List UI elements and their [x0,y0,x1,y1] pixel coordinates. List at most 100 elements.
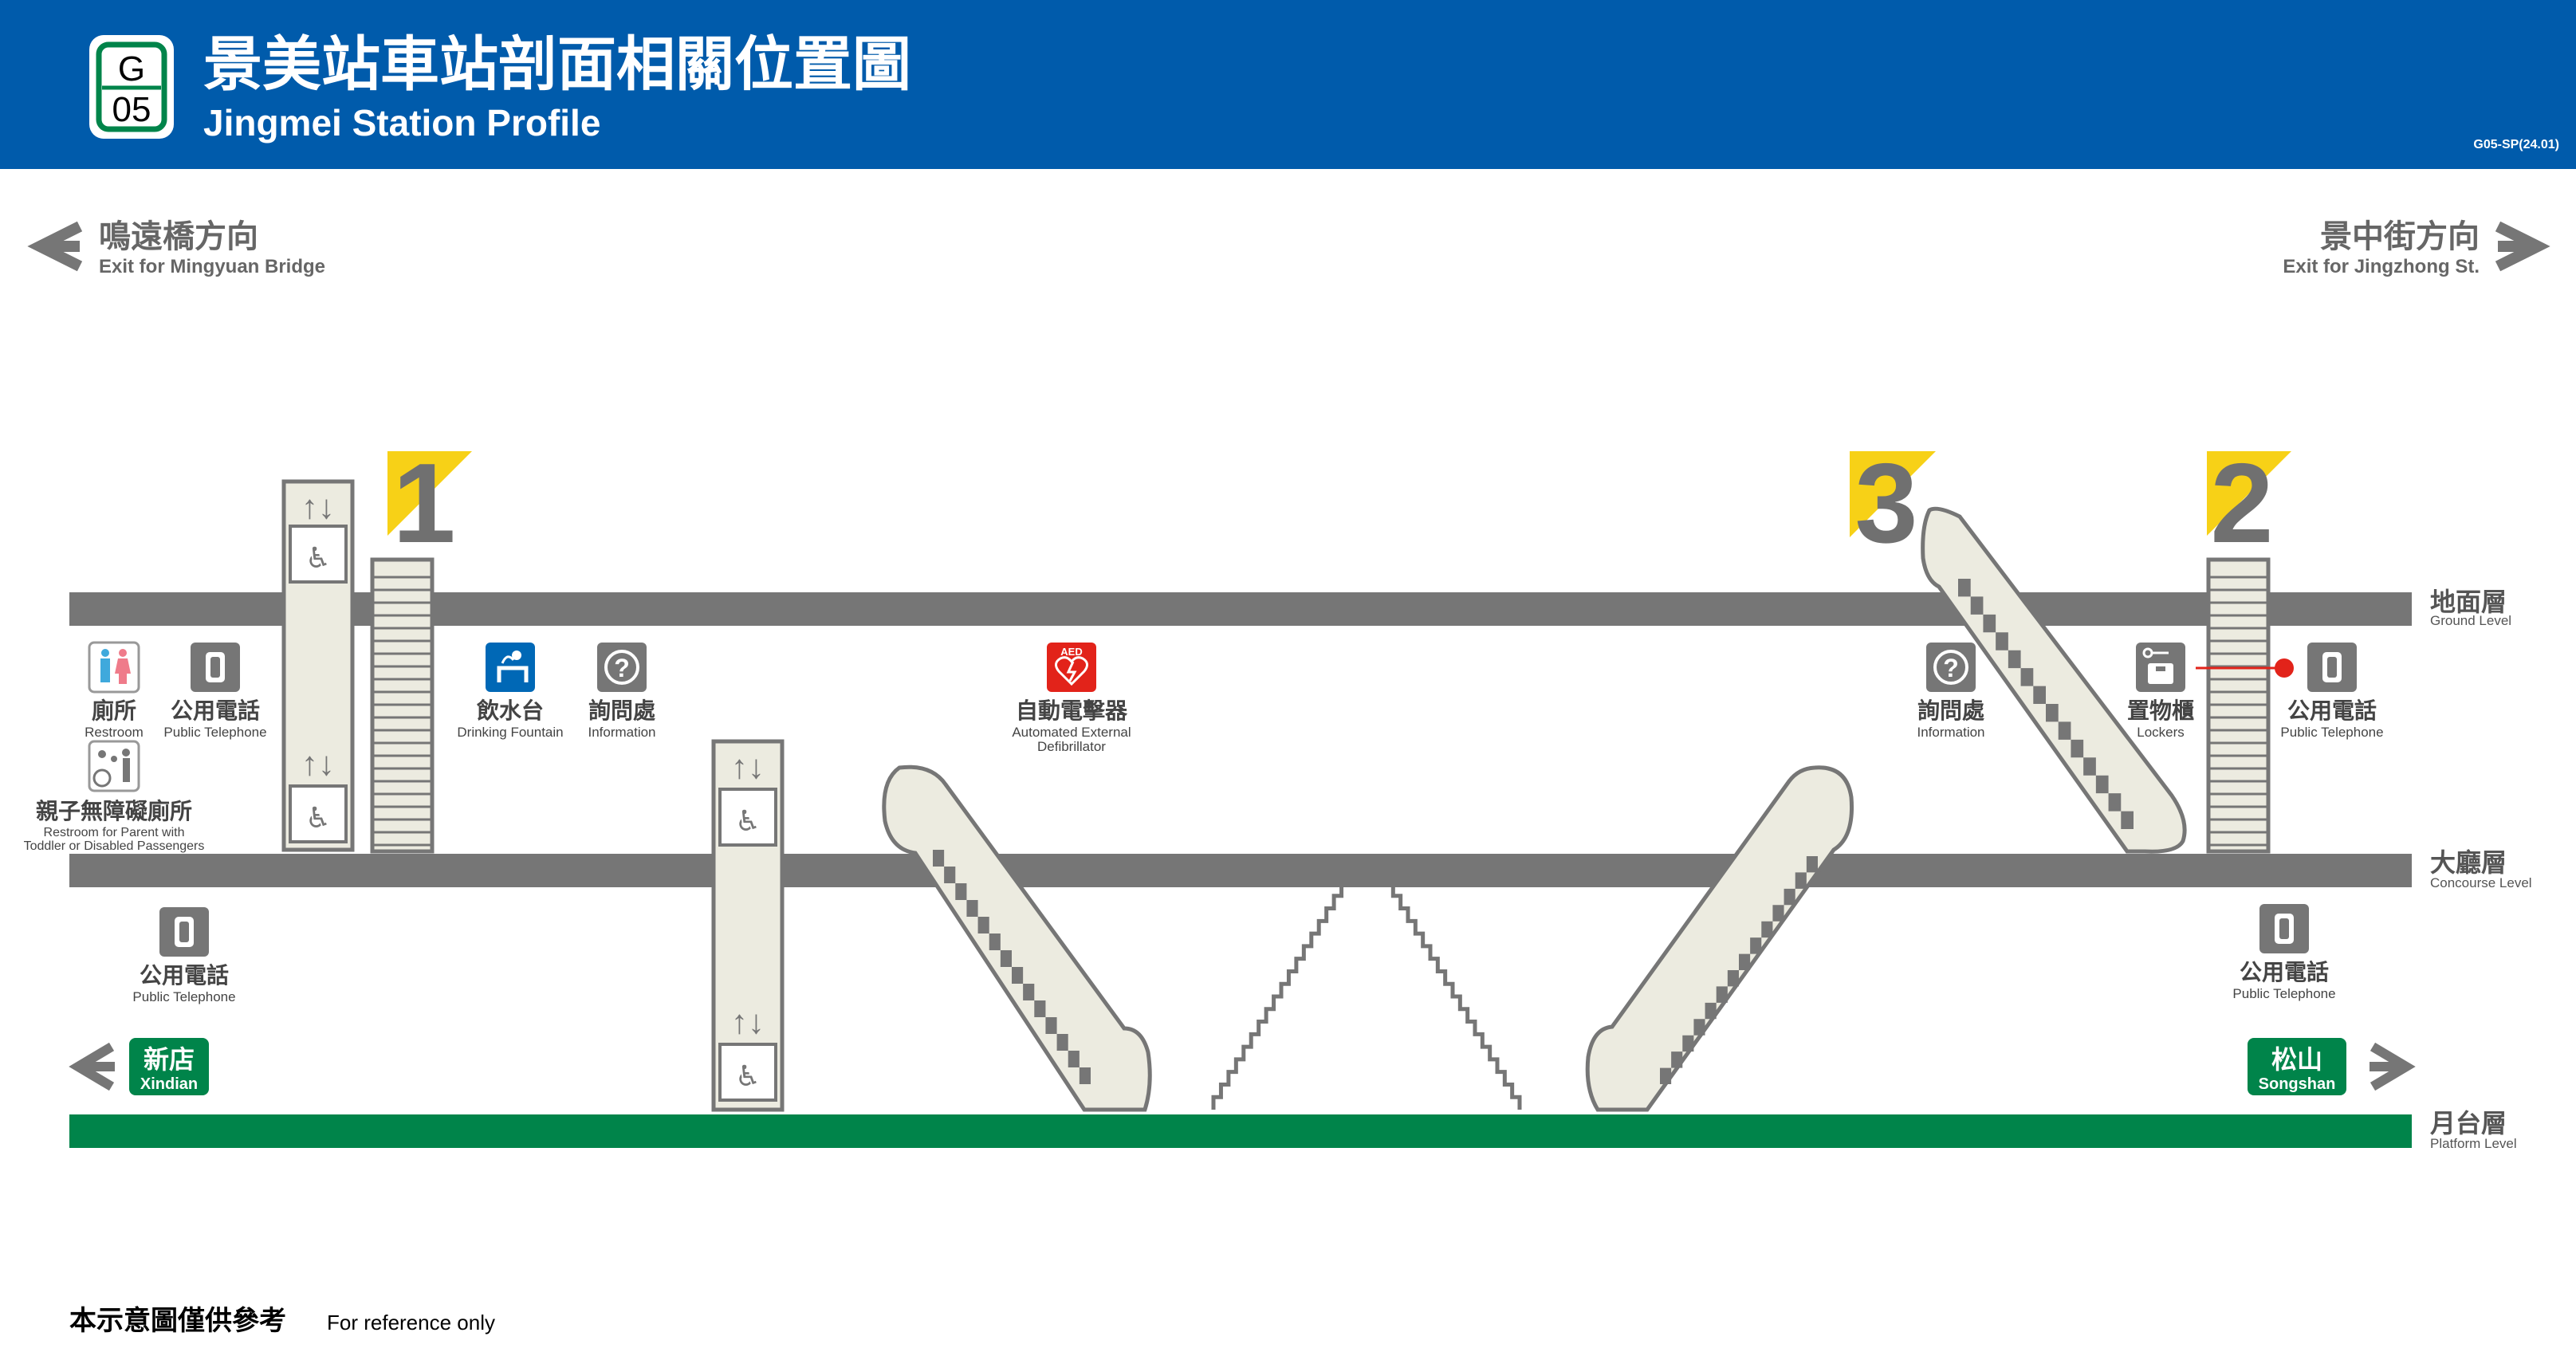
document-code: G05-SP(24.01) [2473,138,2559,151]
family-restroom-icon [92,749,130,788]
svg-text:Public Telephone: Public Telephone [132,989,235,1004]
elevator-shaft-1: ♿ ↑↓ ♿ ↑↓ [281,479,355,852]
svg-text:公用電話: 公用電話 [171,698,260,723]
restroom-facility: 廁所 Restroom [85,641,144,740]
svg-text:Restroom: Restroom [85,725,144,740]
header-bar [0,0,2576,169]
up-down-arrows-icon: ↑↓ [301,745,335,782]
platform-level-slab [69,1114,2412,1148]
arrow-left-icon [27,221,83,272]
exit-1-tag: 1 [387,440,472,567]
exit-right-label-en: Exit for Jingzhong St. [2283,256,2480,277]
stairs-center [1211,881,1522,1110]
svg-text:Public Telephone: Public Telephone [2280,725,2383,740]
drinking-fountain-icon [497,650,529,682]
information-icon: ? [604,650,639,685]
escalator-right [1585,765,1854,1112]
exit-3-tag: 3 [1850,440,1936,567]
svg-text:2: 2 [2211,440,2274,567]
platform-level-label: 月台層 [2430,1109,2507,1138]
ground-level-label: 地面層 [2430,588,2507,616]
public-telephone-ground-left: 公用電話 Public Telephone [163,643,267,740]
svg-text:自動電擊器: 自動電擊器 [1016,698,1128,723]
svg-text:置物櫃: 置物櫃 [2127,698,2194,723]
arrow-right-icon [2370,1042,2416,1091]
ground-level-label-en: Ground Level [2430,613,2511,628]
svg-text:?: ? [1943,654,1959,682]
escalator-left [882,764,1152,1112]
svg-text:親子無障礙廁所: 親子無障礙廁所 [36,798,192,823]
svg-text:Information: Information [588,725,655,740]
public-telephone-ground-right: 公用電話 Public Telephone [2196,643,2384,740]
line-code-badge: G 05 [89,35,174,139]
svg-text:公用電話: 公用電話 [2287,698,2377,723]
direction-songshan: 松山 Songshan [2248,1038,2416,1095]
elevator-icon: ♿ [718,788,777,847]
svg-text:Lockers: Lockers [2137,725,2185,740]
exit-2-tag: 2 [2207,440,2291,567]
up-down-arrows-icon: ↑↓ [731,748,765,785]
platform-level-label-en: Platform Level [2430,1136,2517,1151]
exit-3-escalator [1921,506,2187,854]
svg-text:♿: ♿ [305,801,331,834]
arrow-right-icon [2495,221,2550,272]
direction-xindian: 新店 Xindian [69,1038,209,1095]
svg-text:AED: AED [1060,646,1082,658]
information-facility-left: ? 詢問處 Information [588,643,656,740]
svg-text:1: 1 [393,440,456,567]
locker-icon [2142,647,2173,684]
pointer-dot [2275,658,2294,678]
direction-left-label: 新店 [144,1045,195,1074]
direction-right-label-en: Songshan [2259,1075,2336,1093]
line-code: G [118,49,145,88]
elevator-shaft-2: ↑↓ ♿ ↑↓ ♿ [711,739,785,1112]
restroom-icon [100,649,131,684]
direction-right-label: 松山 [2271,1045,2322,1074]
svg-text:Drinking Fountain: Drinking Fountain [457,725,563,740]
elevator-icon: ♿ [718,1043,777,1102]
svg-text:Public Telephone: Public Telephone [2232,986,2335,1001]
up-down-arrows-icon: ↑↓ [301,488,335,525]
drinking-fountain-facility: 飲水台 Drinking Fountain [457,643,564,740]
svg-text:♿: ♿ [735,804,761,837]
svg-text:♿: ♿ [735,1059,761,1092]
svg-text:Automated External: Automated External [1012,725,1131,740]
exit-direction-right: 景中街方向 Exit for Jingzhong St. [2283,219,2550,277]
concourse-level-label-en: Concourse Level [2430,875,2532,890]
svg-text:飲水台: 飲水台 [477,698,544,723]
disclaimer-zh: 本示意圖僅供參考 [69,1306,286,1336]
svg-text:?: ? [614,654,630,682]
aed-icon: AED [1055,646,1088,686]
svg-text:公用電話: 公用電話 [140,962,229,988]
exit-2-stairs [2206,557,2271,854]
exit-right-label: 景中街方向 [2320,219,2480,254]
information-icon: ? [1933,650,1968,685]
svg-text:3: 3 [1855,440,1918,567]
svg-text:詢問處: 詢問處 [588,698,655,723]
exit-left-label: 鳴遠橋方向 [99,219,258,254]
exit-direction-left: 鳴遠橋方向 Exit for Mingyuan Bridge [27,219,325,277]
svg-text:詢問處: 詢問處 [1917,698,1984,723]
svg-text:Defibrillator: Defibrillator [1037,739,1106,754]
svg-text:Toddler or Disabled Passengers: Toddler or Disabled Passengers [24,839,205,853]
svg-text:Public Telephone: Public Telephone [163,725,266,740]
disclaimer-en: For reference only [327,1311,495,1334]
aed-facility: AED 自動電擊器 Automated External Defibrillat… [1012,643,1131,754]
svg-text:Information: Information [1917,725,1984,740]
exit-1-stairs [370,557,435,854]
information-facility-right: ? 詢問處 Information [1917,643,1985,740]
telephone-icon [175,917,194,947]
public-telephone-concourse-right: 公用電話 Public Telephone [2232,904,2336,1001]
page-subtitle: Jingmei Station Profile [203,102,600,143]
svg-text:廁所: 廁所 [92,698,136,723]
svg-text:Restroom for Parent with: Restroom for Parent with [44,826,185,839]
elevator-icon: ♿ [289,784,348,843]
concourse-level-label: 大廳層 [2430,848,2507,877]
exit-left-label-en: Exit for Mingyuan Bridge [99,256,325,277]
elevator-icon: ♿ [289,525,348,584]
lockers-facility: 置物櫃 Lockers [2127,643,2194,740]
concourse-level-slab [69,854,2412,887]
telephone-icon [206,652,225,682]
direction-left-label-en: Xindian [140,1075,198,1093]
